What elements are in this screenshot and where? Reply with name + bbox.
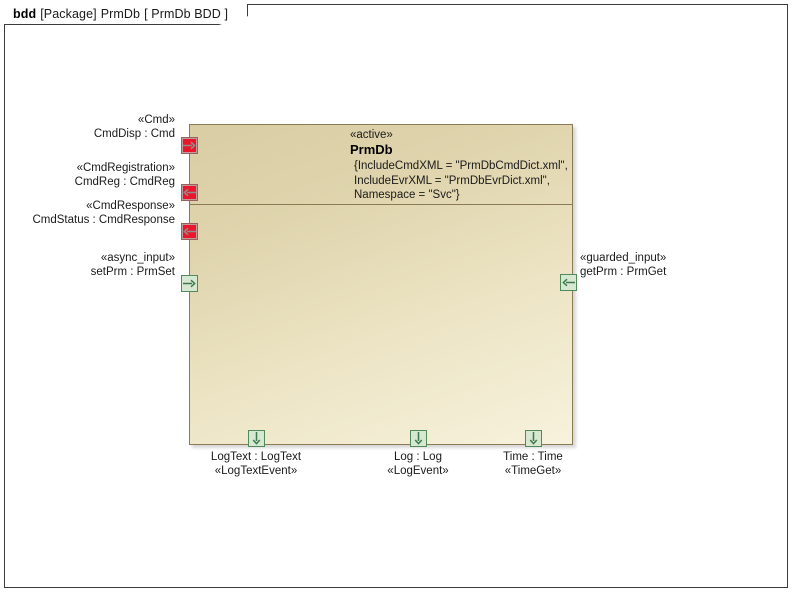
block-constraints: {IncludeCmdXML = "PrmDbCmdDict.xml", Inc…	[354, 160, 568, 201]
port-label-log: Log : Log «LogEvent»	[338, 450, 498, 478]
port-cmd-status[interactable]	[181, 223, 198, 240]
diagram-frame-header-tab: bdd [Package] PrmDb [ PrmDb BDD ]	[4, 4, 249, 25]
port-name-get-prm: getPrm : PrmGet	[580, 266, 667, 278]
arrow-left-icon	[183, 227, 196, 236]
port-label-time: Time : Time «TimeGet»	[453, 450, 613, 478]
block-name: PrmDb	[350, 142, 393, 157]
port-log[interactable]	[410, 430, 427, 447]
block-compartment-divider	[190, 204, 572, 205]
diagram-package-tag: [Package]	[40, 7, 97, 21]
port-name-set-prm: setPrm : PrmSet	[90, 266, 175, 278]
port-log-text[interactable]	[248, 430, 265, 447]
arrow-right-icon	[183, 141, 196, 150]
port-name-log: Log : Log	[394, 451, 442, 463]
arrow-down-icon	[414, 432, 423, 445]
block-header: «active» PrmDb {IncludeCmdXML = "PrmDbCm…	[350, 129, 568, 203]
port-set-prm[interactable]	[181, 275, 198, 292]
block-stereotype: «active»	[350, 129, 393, 141]
port-name-cmd-disp: CmdDisp : Cmd	[93, 128, 175, 140]
port-name-cmd-reg: CmdReg : CmdReg	[74, 176, 175, 188]
port-stereotype-time: «TimeGet»	[504, 465, 562, 477]
port-label-cmd-status: «CmdResponse» CmdStatus : CmdResponse	[15, 199, 175, 227]
port-stereotype-get-prm: «guarded_input»	[580, 252, 667, 264]
port-stereotype-cmd-reg: «CmdRegistration»	[76, 162, 175, 174]
arrow-right-icon	[183, 279, 196, 288]
port-cmd-reg[interactable]	[181, 184, 198, 201]
port-label-get-prm: «guarded_input» getPrm : PrmGet	[580, 251, 780, 279]
port-label-cmd-reg: «CmdRegistration» CmdReg : CmdReg	[20, 161, 175, 189]
port-name-cmd-status: CmdStatus : CmdResponse	[32, 214, 175, 226]
port-time[interactable]	[525, 430, 542, 447]
port-get-prm[interactable]	[560, 274, 577, 291]
port-name-log-text: LogText : LogText	[210, 451, 302, 463]
diagram-package-name: PrmDb	[100, 7, 141, 21]
port-stereotype-log-text: «LogTextEvent»	[214, 465, 298, 477]
port-stereotype-set-prm: «async_input»	[100, 252, 175, 264]
port-stereotype-cmd-disp: «Cmd»	[137, 114, 175, 126]
arrow-down-icon	[529, 432, 538, 445]
port-cmd-disp[interactable]	[181, 137, 198, 154]
port-label-log-text: LogText : LogText «LogTextEvent»	[176, 450, 336, 478]
port-label-set-prm: «async_input» setPrm : PrmSet	[20, 251, 175, 279]
port-stereotype-cmd-status: «CmdResponse»	[86, 200, 175, 212]
arrow-left-icon	[562, 278, 575, 287]
port-label-cmd-disp: «Cmd» CmdDisp : Cmd	[20, 113, 175, 141]
arrow-left-icon	[183, 188, 196, 197]
port-stereotype-log: «LogEvent»	[387, 465, 449, 477]
block-prmdb[interactable]: «active» PrmDb {IncludeCmdXML = "PrmDbCm…	[189, 124, 573, 445]
port-name-time: Time : Time	[503, 451, 563, 463]
arrow-down-icon	[252, 432, 261, 445]
diagram-kind-label: bdd	[13, 7, 37, 21]
diagram-name: [ PrmDb BDD ]	[144, 7, 229, 21]
